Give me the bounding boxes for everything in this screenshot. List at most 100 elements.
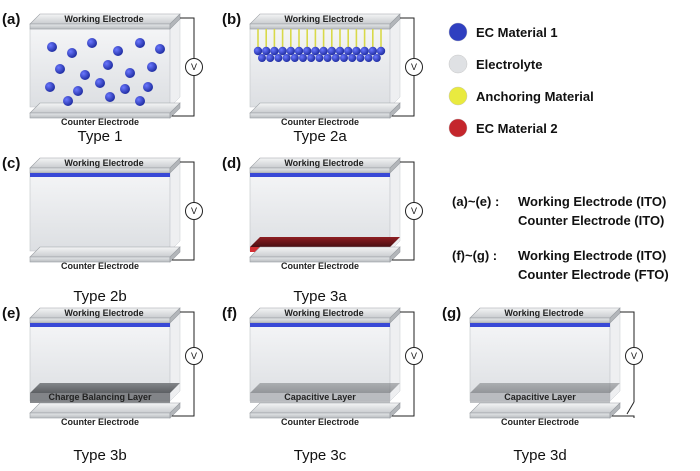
balancing-layer-face [250,393,390,403]
legend-label: Electrolyte [476,57,542,72]
ec-material-1-particle [340,54,348,62]
ec-material-1-particle [360,46,369,56]
ec-material-1-film [250,323,390,327]
ec-material-1-particle [135,96,145,106]
counter-electrode-label: Counter Electrode [501,417,579,427]
ec-material-1-particle [303,46,312,56]
panel-type-label: Type 1 [77,128,122,145]
ec-material-1-particle [55,64,65,74]
voltmeter-label: V [411,206,417,216]
balancing-layer-face [470,393,610,403]
counter-electrode [249,102,401,119]
circuit-wire [392,17,415,117]
ec-material-1-particle [286,46,295,56]
layer-label: Capacitive Layer [504,392,576,402]
balancing-layer-face [30,393,170,403]
circuit-wire [392,311,415,417]
legend-swatch [448,86,468,106]
ec-material-1-particle [262,46,271,56]
voltmeter-label: V [411,62,417,72]
ec-material-1-particle [87,38,97,48]
ec-material-1-particle [372,54,381,62]
ec-material-1-particle [282,54,291,62]
working-electrode [249,307,401,327]
ec-material-1-particle [290,54,299,62]
voltmeter-icon: V [625,347,643,365]
voltmeter-label: V [191,62,197,72]
voltmeter-icon: V [185,58,203,76]
ec-material-1-particle [63,96,73,106]
panel-letter: (f) [222,305,237,322]
ec-material-1-particle [368,46,377,56]
ec-material-2-layer [250,237,400,247]
voltmeter-label: V [411,351,417,361]
working-electrode-label: Working Electrode [64,14,143,24]
ec-material-1-particle [73,86,83,96]
voltmeter-icon: V [185,202,203,220]
ec-material-1-film [470,323,610,327]
ec-material-1-particle [319,46,328,56]
panel-type-label: Type 3b [73,447,126,464]
counter-electrode-label: Counter Electrode [61,417,139,427]
working-electrode-label: Working Electrode [284,158,363,168]
balancing-layer [30,383,180,393]
electrolyte [29,172,171,252]
counter-electrode [29,246,181,263]
ec-material-1-particle [307,54,316,62]
ec-material-1-particle [45,82,55,92]
ec-material-1-particle [125,68,135,78]
ec-material-1-particle [80,70,90,80]
ec-material-1-particle [364,54,373,62]
panel-letter: (c) [2,155,20,172]
ec-material-1-particle [331,54,340,62]
note-ae-line2: Counter Electrode (ITO) [518,213,664,228]
counter-electrode [249,246,401,263]
counter-electrode-label: Counter Electrode [281,417,359,427]
balancing-layer [470,383,620,393]
electrode-notes: (a)~(e) :Working Electrode (ITO)Counter … [452,194,669,282]
ec-material-1-particle [67,48,77,58]
ec-material-1-particle [120,84,130,94]
counter-electrode-label: Counter Electrode [281,117,359,127]
note-ae-prefix: (a)~(e) : [452,194,499,209]
working-electrode [249,157,401,177]
ec-material-1-particle [135,38,145,48]
ec-material-1-particle [155,44,165,54]
legend-item: Anchoring Material [448,86,594,106]
legend-item: Electrolyte [448,54,542,74]
counter-electrode [29,102,181,119]
ec-material-1-particle [278,46,287,56]
working-electrode-label: Working Electrode [504,308,583,318]
voltmeter-icon: V [405,347,423,365]
ec-material-1-particle [266,54,275,62]
panel-type-label: Type 2b [73,288,126,305]
ec-material-1-particle [253,46,263,56]
voltmeter-label: V [631,351,637,361]
note-fg-prefix: (f)~(g) : [452,248,497,263]
counter-electrode [469,402,621,419]
ec-material-1-particle [270,46,279,56]
ec-material-1-particle [376,46,386,56]
legend-label: EC Material 1 [476,25,558,40]
counter-electrode [29,402,181,419]
counter-electrode [249,402,401,419]
legend-swatch [448,54,468,74]
voltmeter-icon: V [185,347,203,365]
circuit-wire [172,311,195,417]
ec-material-1-film [30,173,170,177]
panel-type-label: Type 3c [294,447,347,464]
panel-type-label: Type 2a [293,128,347,145]
ec-material-1-particle [113,46,123,56]
legend-label: Anchoring Material [476,89,594,104]
ec-material-1-particle [352,46,361,56]
panel-type-label: Type 3a [293,288,347,305]
switch-icon [626,401,635,415]
voltmeter-label: V [191,351,197,361]
